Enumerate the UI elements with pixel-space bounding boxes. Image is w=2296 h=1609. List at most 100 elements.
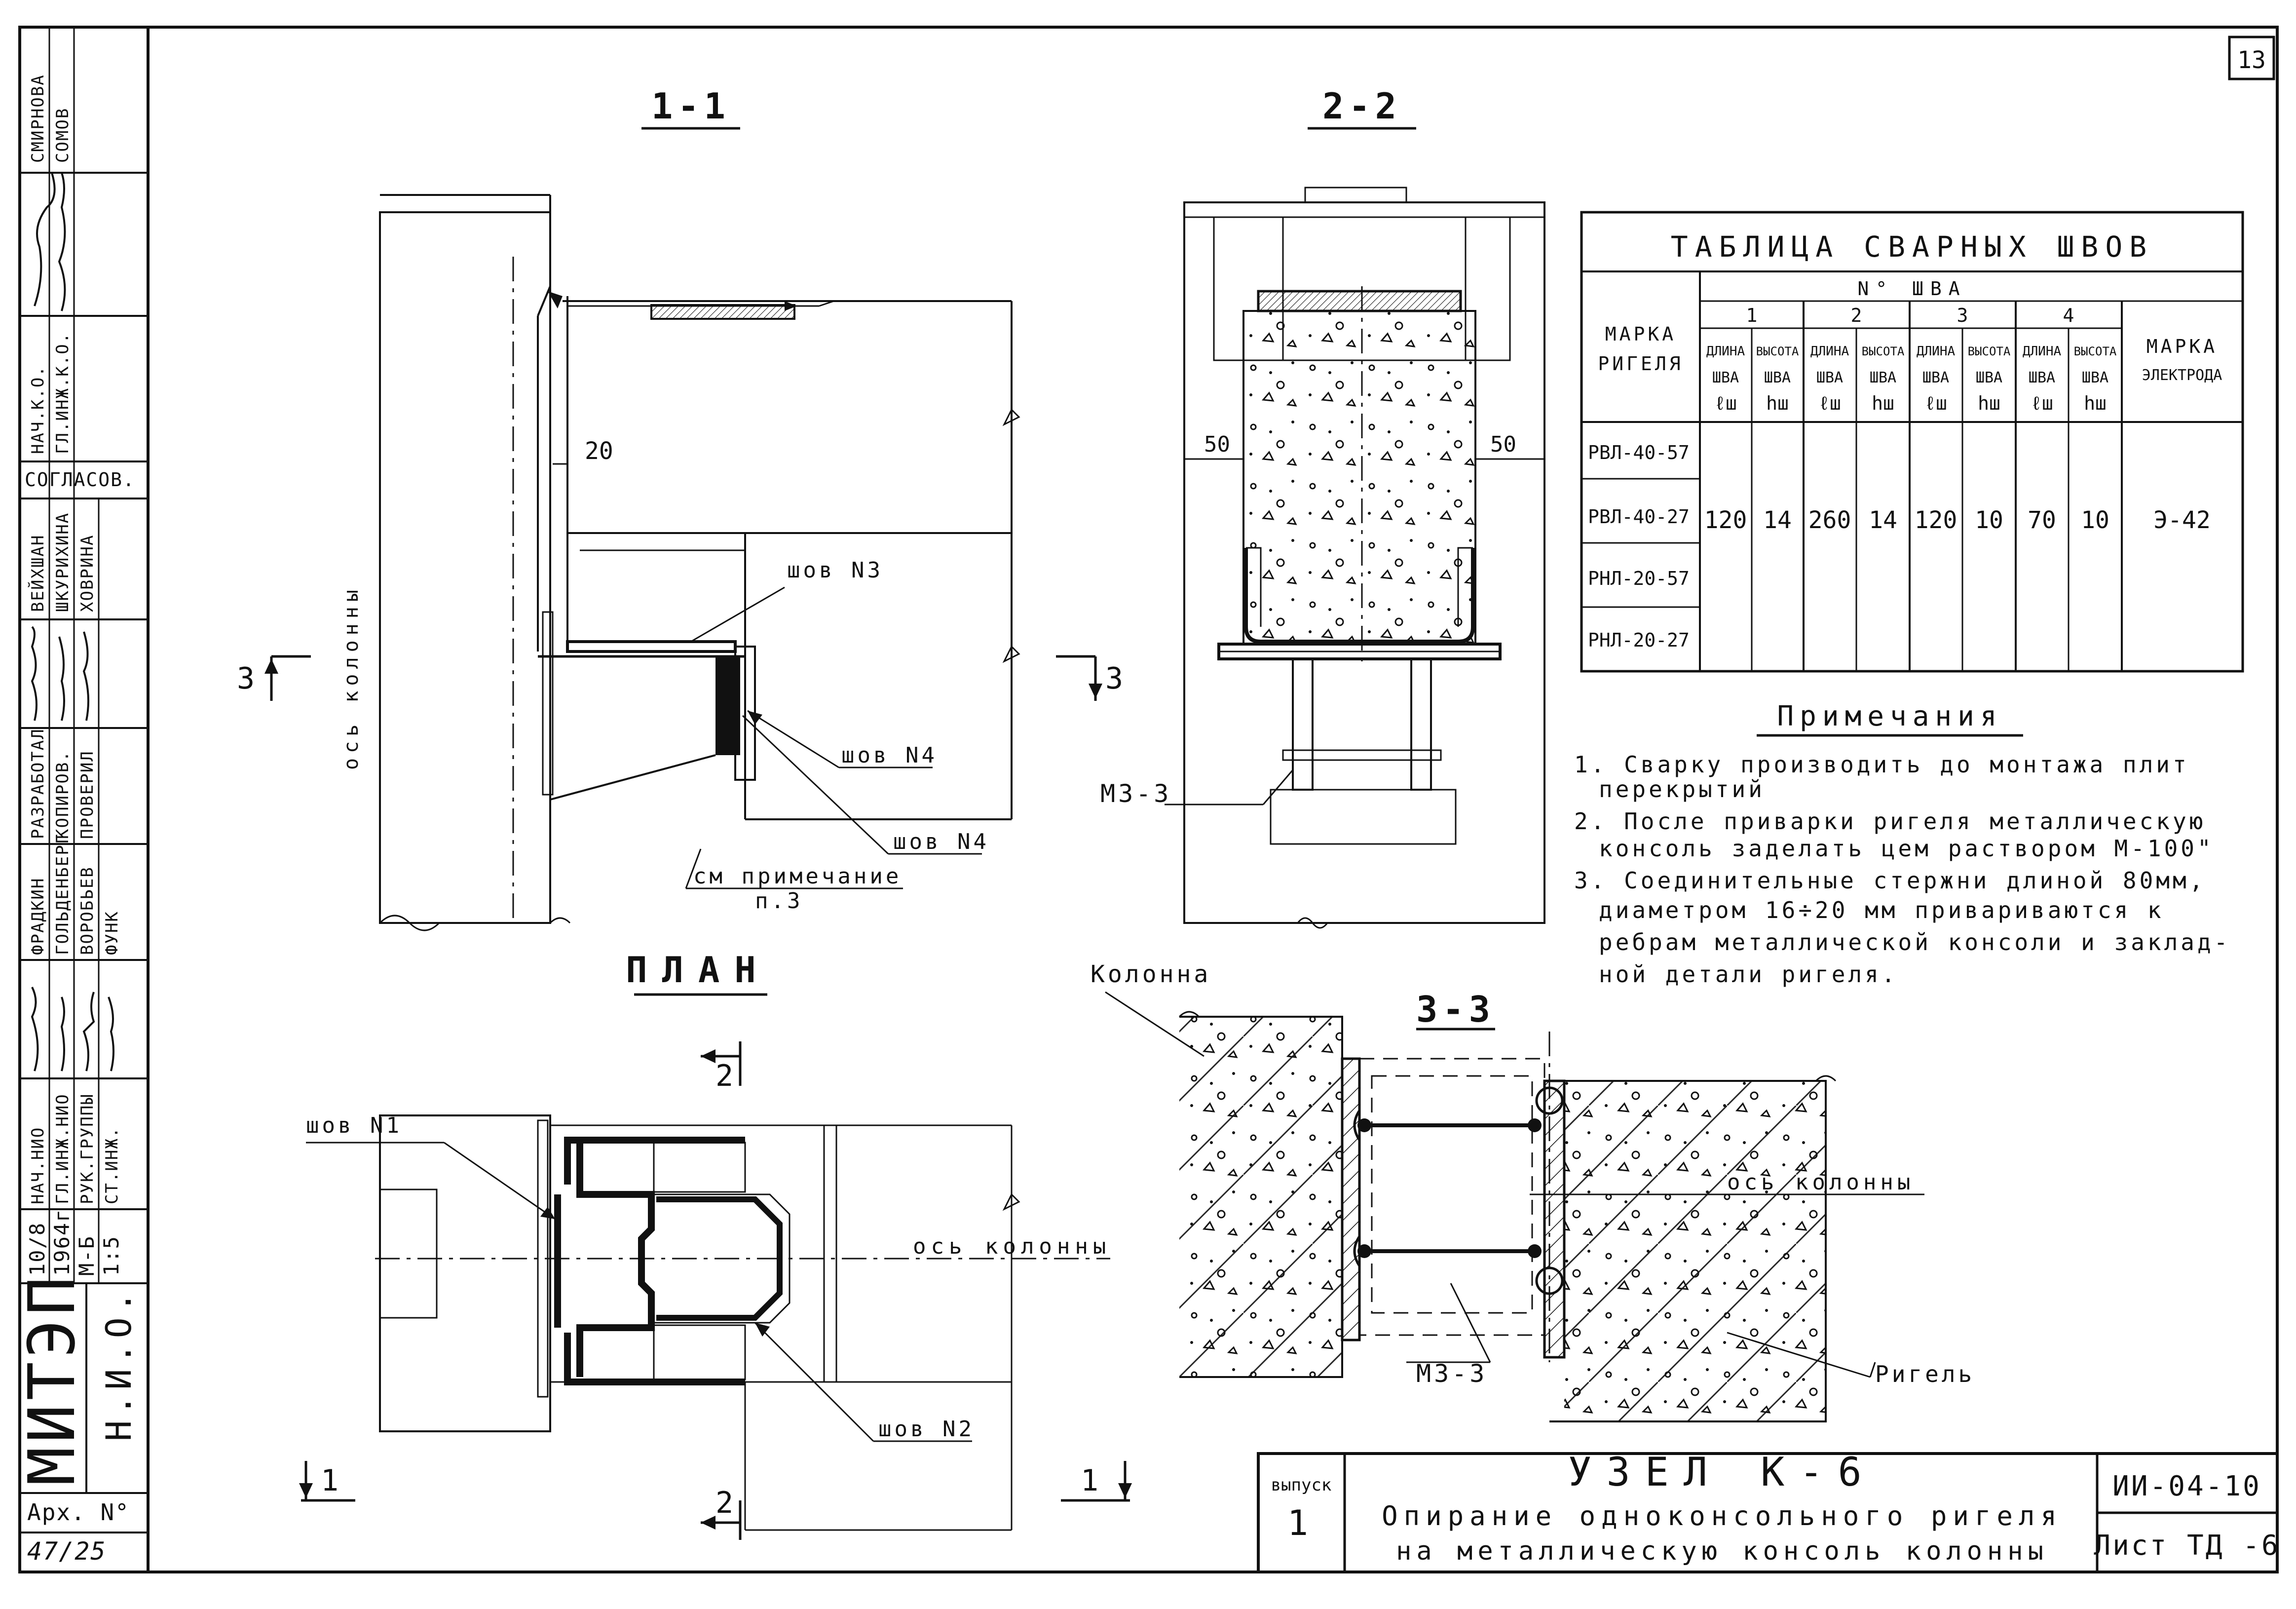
cut2-bottom: 2: [715, 1486, 733, 1520]
len-l1: ℓш: [1714, 392, 1737, 414]
dim-50-left: 50: [1204, 432, 1230, 457]
len-s3: ШВА: [1922, 369, 1949, 386]
val-electrode: Э-42: [2153, 506, 2211, 534]
hgt-h2: ВЫСОТА: [1862, 345, 1905, 358]
cut2-top: 2: [715, 1059, 733, 1093]
stamp-name-b2: ШКУРИХИНА: [53, 512, 73, 612]
weld4b-label: шов N4: [893, 829, 989, 854]
table-weld-3: 3: [1957, 305, 1968, 326]
table-row-1: РВЛ-40-57: [1588, 442, 1690, 463]
rigel-plate-33: [1543, 1079, 1566, 1359]
section-2-2: 2-2 50 50 М3-3: [1100, 85, 1545, 929]
title-2: Опирание одноконсольного ригеля: [1382, 1500, 2063, 1532]
table-row-3: РНЛ-20-57: [1588, 568, 1690, 589]
len-h1: ДЛИНА: [1706, 344, 1745, 359]
len-l2: ℓш: [1818, 392, 1841, 414]
len-s2: ШВА: [1816, 369, 1843, 386]
len-s4: ШВА: [2029, 369, 2055, 386]
note-ref-label: см примечание: [693, 864, 902, 889]
weld1-label: шов N1: [306, 1113, 402, 1138]
note-line-3: 2. После приварки ригеля металлическую: [1574, 808, 2206, 835]
weld4a-label: шов N4: [841, 743, 938, 768]
axis-label-plan: ось колонны: [913, 1234, 1111, 1259]
section-3-3: 3-3 Колонна ось колонны М3-3 Ригель: [1091, 960, 1975, 1422]
page-number: 13: [2237, 46, 2266, 74]
cut1-left: 1: [321, 1463, 339, 1498]
val-len-3: 120: [1915, 506, 1957, 534]
signature-6: [31, 987, 39, 1072]
m33-label-b: М3-3: [1416, 1359, 1487, 1388]
section-1-1: 1-1 ось колонны 20 шов N3: [237, 85, 1123, 931]
hgt-l2: hш: [1872, 392, 1894, 414]
stamp-dept: Н.И.О.: [99, 1287, 139, 1441]
bracket-plate-11: [566, 640, 737, 653]
val-len-1: 120: [1704, 506, 1747, 534]
stamp-name-a4: ФУНК: [102, 911, 122, 955]
table-weld-4: 4: [2063, 305, 2074, 326]
val-hgt-2: 14: [1869, 506, 1897, 534]
cut3-right: 3: [1105, 661, 1123, 696]
note-line-4: консоль заделать цем раствором М-100": [1599, 835, 2214, 862]
bracket-slope: [550, 754, 716, 801]
plan-title: ПЛАН: [626, 949, 770, 991]
rigel-label: Ригель: [1875, 1361, 1975, 1387]
title-block: выпуск 1 УЗЕЛ К-6 Опирание одноконсольно…: [1257, 1449, 2280, 1573]
hgt-l1: hш: [1766, 392, 1789, 414]
val-hgt-3: 10: [1975, 506, 2003, 534]
m33-label-a: М3-3: [1100, 779, 1171, 808]
weld3-label: шов N3: [787, 558, 883, 583]
stamp-name-a2: ГОЛЬДЕНБЕРГ: [53, 833, 73, 955]
table-row-4: РНЛ-20-27: [1588, 629, 1690, 651]
hgt-h4: ВЫСОТА: [2074, 345, 2117, 358]
sheet-frame: [18, 26, 2279, 1573]
stamp-role-b3: ПРОВЕРИЛ: [77, 750, 97, 839]
weld2-label: шов N2: [878, 1417, 975, 1442]
stamp-org: МИТЭП: [14, 1273, 89, 1486]
hgt-s1: ШВА: [1764, 369, 1791, 386]
column-body-11: [379, 211, 551, 924]
weld-outline-plan: [564, 1137, 745, 1385]
stamp-agreed: СОГЛАСОВ.: [25, 469, 135, 491]
issue-no: 1: [1287, 1503, 1315, 1543]
cut3-left: 3: [237, 661, 255, 696]
hgt-s3: ШВА: [1976, 369, 2002, 386]
dim-50-right: 50: [1490, 432, 1516, 457]
note-ref-label-2: п.3: [755, 888, 803, 914]
stamp-name-a1: ФРАДКИН: [28, 878, 48, 955]
note-line-7: ребрам металлической консоли и заклад-: [1599, 929, 2230, 956]
signature-3: [31, 626, 38, 721]
top-plate: [650, 304, 795, 320]
stamp-date: 10/8: [25, 1222, 49, 1276]
axis-label-33: ось колонны: [1727, 1170, 1914, 1195]
hgt-s2: ШВА: [1870, 369, 1896, 386]
table-col-mark-1: МАРКА: [1605, 323, 1676, 345]
dim-20: 20: [585, 437, 613, 465]
note-line-2: перекрытий: [1599, 776, 1765, 803]
sheet-id: Лист ТД -6: [2094, 1530, 2280, 1562]
title-1: УЗЕЛ К-6: [1568, 1449, 1876, 1495]
signature-7: [60, 996, 65, 1072]
table-col-electrode-1: МАРКА: [2146, 336, 2218, 357]
note-line-5: 3. Соединительные стержни длиной 80мм,: [1574, 867, 2206, 894]
signature-2: [58, 172, 66, 311]
stamp-name-c2: СОМОВ: [53, 108, 73, 163]
val-len-2: 260: [1808, 506, 1851, 534]
len-h2: ДЛИНА: [1810, 344, 1849, 359]
hgt-h1: ВЫСОТА: [1756, 345, 1799, 358]
val-hgt-4: 10: [2081, 506, 2109, 534]
table-weld-1: 1: [1746, 305, 1758, 326]
table-row-2: РВЛ-40-27: [1588, 506, 1690, 528]
bracket-rib-11: [715, 656, 740, 755]
axis-label-vertical: ось колонны: [340, 585, 363, 770]
table-weld-groups: 1 2 3 4 ДЛИНА ШВА ℓш ВЫСОТА ШВА hш ДЛИНА…: [1706, 301, 2117, 671]
val-len-4: 70: [2028, 506, 2056, 534]
notes-heading: Примечания: [1777, 700, 2002, 732]
len-s1: ШВА: [1712, 369, 1739, 386]
table-weld-2: 2: [1851, 305, 1862, 326]
stamp-role-a2: ГЛ.ИНЖ.НИО: [53, 1093, 73, 1204]
notes: Примечания 1. Сварку производить до монт…: [1574, 700, 2230, 988]
signature-5: [82, 631, 89, 721]
stamp-scale: 1:5: [99, 1235, 123, 1276]
note-line-1: 1. Сварку производить до монтажа плит: [1574, 751, 2189, 778]
